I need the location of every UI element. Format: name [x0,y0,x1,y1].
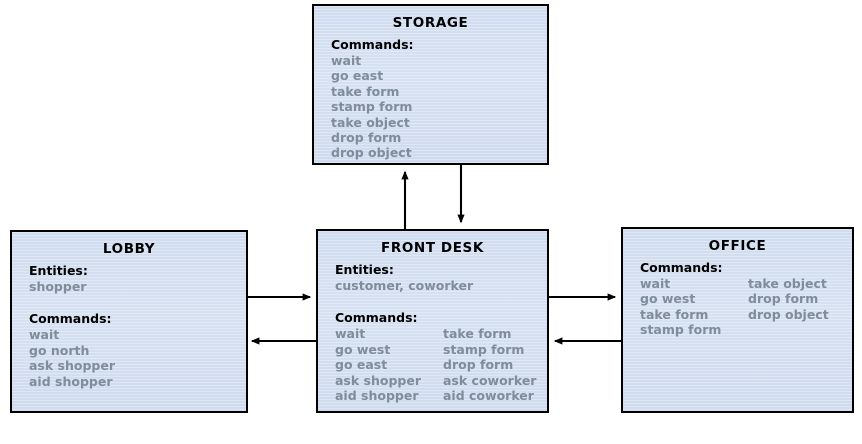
commands-label-office: Commands: [640,260,723,275]
command-item: take form [443,326,512,342]
commands-column-2-office: take object drop form drop object [748,276,829,338]
room-box-storage[interactable]: STORAGE Commands: wait go east take form… [312,4,549,165]
room-box-lobby[interactable]: LOBBY Entities: shopper Commands: wait g… [10,230,248,413]
command-item: wait [331,53,362,68]
spacer [335,293,537,304]
command-item: take form [640,306,709,322]
command-item: take form [331,83,400,99]
command-item: aid shopper [29,373,113,389]
room-title-office: OFFICE [708,238,767,254]
command-item: drop form [331,130,402,146]
command-item: drop object [331,145,412,161]
entities-label-front-desk: Entities: [335,262,394,277]
commands-columns-office: wait go west take form stamp form take o… [640,276,842,338]
command-item: wait [640,276,671,291]
room-title-front-desk: FRONT DESK [381,240,484,256]
command-item: wait [335,326,366,342]
commands-column-1-front-desk: wait go west go east ask shopper aid sho… [335,326,443,403]
command-item: go east [335,357,388,373]
command-item: drop object [748,306,829,322]
command-item: take object [331,114,410,130]
commands-column-1-storage: wait go east take form stamp form take o… [331,53,412,161]
commands-columns-lobby: wait go north ask shopper aid shopper [29,327,236,389]
room-body-storage: Commands: wait go east take form stamp f… [314,37,547,161]
commands-column-2-front-desk: take form stamp form drop form ask cowor… [443,326,536,403]
command-item: go west [335,341,391,357]
commands-columns-storage: wait go east take form stamp form take o… [331,53,537,161]
commands-columns-front-desk: wait go west go east ask shopper aid sho… [335,326,537,403]
spacer [29,294,236,305]
commands-label-lobby: Commands: [29,311,112,327]
room-body-office: Commands: wait go west take form stamp f… [623,260,852,338]
room-box-front-desk[interactable]: FRONT DESK Entities: customer, coworker … [316,229,549,413]
room-body-front-desk: Entities: customer, coworker Commands: w… [318,262,547,403]
command-item: ask shopper [335,372,422,388]
commands-label-front-desk: Commands: [335,310,418,326]
room-body-lobby: Entities: shopper Commands: wait go nort… [12,263,246,389]
command-item: go west [640,291,696,307]
command-item: drop form [748,291,819,307]
command-item: go east [331,68,384,84]
room-title-storage: STORAGE [392,15,469,31]
entities-label-lobby: Entities: [29,263,88,278]
command-item: stamp form [331,99,413,115]
command-item: stamp form [640,322,722,338]
entity-item: customer, coworker [335,278,474,293]
entity-item: shopper [29,279,87,294]
command-item: ask coworker [443,372,537,388]
command-item: aid shopper [335,388,419,404]
command-item: wait [29,327,60,343]
command-item: ask shopper [29,358,116,374]
commands-label-storage: Commands: [331,37,414,52]
command-item: go north [29,342,90,358]
command-item: aid coworker [443,388,534,404]
room-title-lobby: LOBBY [102,241,156,257]
command-item: stamp form [443,341,525,357]
command-item: drop form [443,357,514,373]
commands-column-1-lobby: wait go north ask shopper aid shopper [29,327,115,389]
commands-column-1-office: wait go west take form stamp form [640,276,748,338]
command-item: take object [748,276,827,291]
room-box-office[interactable]: OFFICE Commands: wait go west take form … [621,227,854,413]
